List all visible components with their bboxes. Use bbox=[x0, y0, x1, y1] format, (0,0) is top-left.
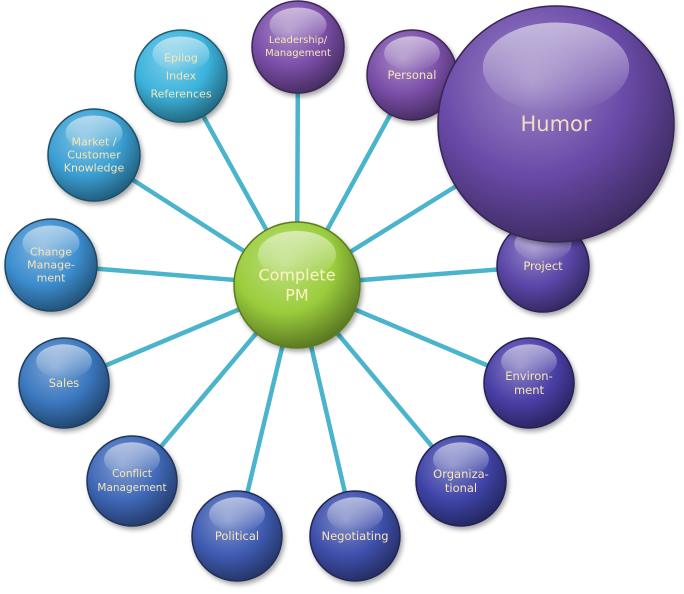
center-hub-highlight bbox=[257, 230, 337, 279]
node-change-label-line: ment bbox=[37, 272, 66, 285]
node-environment-highlight bbox=[501, 344, 557, 379]
node-change-label-line: Change bbox=[30, 246, 72, 259]
node-personal-highlight bbox=[384, 36, 440, 71]
node-conflict-label-line: Conflict bbox=[112, 468, 152, 480]
node-organizational-label-line: Organiza- bbox=[433, 467, 489, 481]
node-personal: Personal bbox=[366, 29, 458, 121]
node-humor: Humor bbox=[437, 5, 675, 243]
node-epilog-label-line: References bbox=[150, 88, 211, 101]
node-change-label-line: Manage- bbox=[27, 259, 75, 272]
node-organizational: Organiza-tional bbox=[415, 435, 507, 527]
node-leadership-label-line: Leadership/ bbox=[269, 35, 328, 46]
node-leadership-highlight bbox=[269, 7, 327, 43]
node-epilog-label-line: Index bbox=[166, 70, 197, 83]
node-organizational-label-line: tional bbox=[445, 481, 477, 495]
node-project-label-line: Project bbox=[523, 259, 563, 273]
node-political: Political bbox=[191, 490, 283, 582]
node-market-highlight bbox=[65, 115, 123, 151]
node-leadership: Leadership/Management bbox=[251, 0, 345, 94]
node-negotiating-label-line: Negotiating bbox=[321, 529, 388, 543]
node-epilog-label-line: Epilog bbox=[164, 52, 198, 65]
node-political-highlight bbox=[209, 497, 265, 532]
node-sales-label-line: Sales bbox=[49, 376, 80, 390]
node-negotiating-highlight bbox=[327, 497, 383, 532]
node-political-label-line: Political bbox=[215, 529, 259, 543]
node-conflict-highlight bbox=[104, 442, 160, 477]
node-humor-highlight bbox=[482, 22, 630, 113]
node-market-label-line: Market / bbox=[71, 136, 116, 149]
node-environment-label-line: Environ- bbox=[505, 369, 553, 383]
node-market-label-line: Knowledge bbox=[64, 162, 125, 175]
center-hub-label-line: PM bbox=[285, 286, 308, 305]
node-sales-highlight bbox=[36, 344, 92, 379]
node-change-highlight bbox=[22, 225, 80, 261]
node-personal-label-line: Personal bbox=[388, 68, 437, 82]
node-market-label-line: Customer bbox=[67, 149, 121, 162]
node-organizational-highlight bbox=[433, 442, 489, 477]
center-hub-label-line: Complete bbox=[258, 266, 335, 285]
node-leadership-label-line: Management bbox=[265, 48, 331, 59]
node-conflict-label-line: Management bbox=[97, 482, 166, 494]
node-sales: Sales bbox=[18, 337, 110, 429]
satellite-nodes: Leadership/ManagementPersonalProjectEnvi… bbox=[4, 0, 675, 582]
node-epilog-highlight bbox=[152, 36, 210, 72]
node-environment: Environ-ment bbox=[483, 337, 575, 429]
node-negotiating: Negotiating bbox=[309, 490, 401, 582]
node-humor-label-line: Humor bbox=[520, 112, 591, 136]
node-environment-label-line: ment bbox=[514, 383, 545, 397]
